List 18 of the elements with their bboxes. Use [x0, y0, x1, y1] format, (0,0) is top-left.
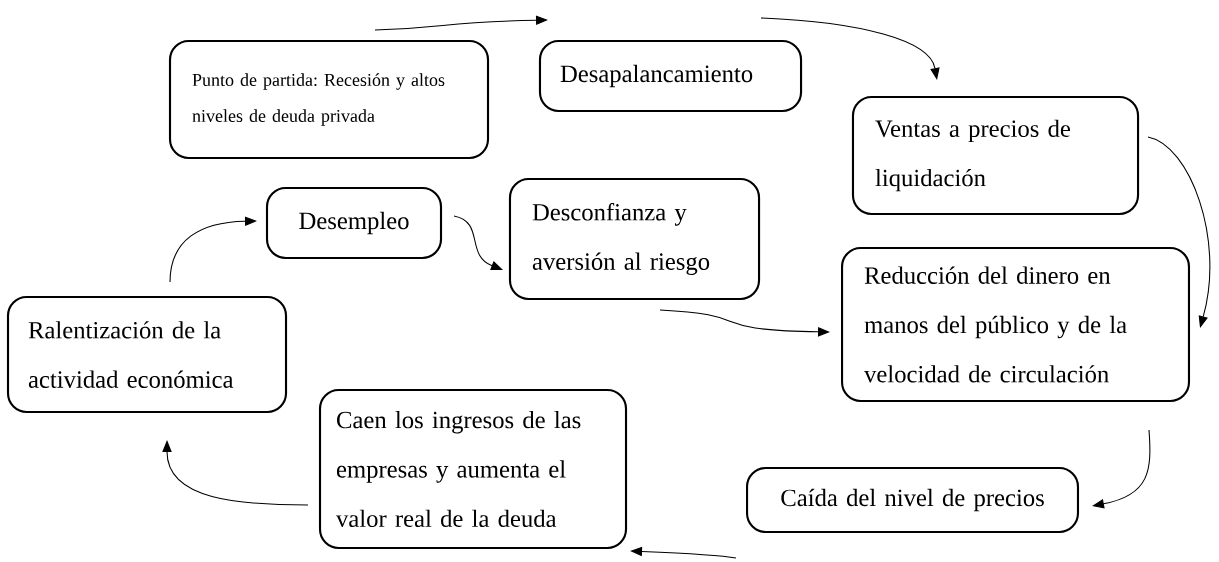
process-box: Caen los ingresos de las empresas y aumenta el valor real de la deuda	[318, 388, 628, 550]
arrow	[453, 215, 503, 271]
arrow	[659, 309, 830, 337]
process-box: Desempleo	[265, 186, 443, 260]
process-box: Caída del nivel de precios	[745, 466, 1080, 534]
arrow	[1092, 429, 1151, 509]
arrow	[169, 216, 257, 283]
arrow	[630, 546, 737, 559]
process-box: Desconfianza y aversión al riesgo	[508, 177, 761, 301]
arrow	[374, 15, 548, 31]
process-box: Ventas a precios de liquidación	[851, 95, 1140, 216]
process-box: Desapalancamiento	[538, 39, 803, 113]
arrow	[162, 440, 309, 506]
process-box: Ralentización de la actividad económica	[6, 295, 288, 414]
arrow	[760, 17, 940, 80]
process-box: Reducción del dinero en manos del público y de la velocidad de circulación	[840, 246, 1191, 403]
arrow	[1147, 136, 1211, 328]
process-box: Punto de partida: Recesión y altos niveles de deuda privada	[168, 39, 490, 160]
